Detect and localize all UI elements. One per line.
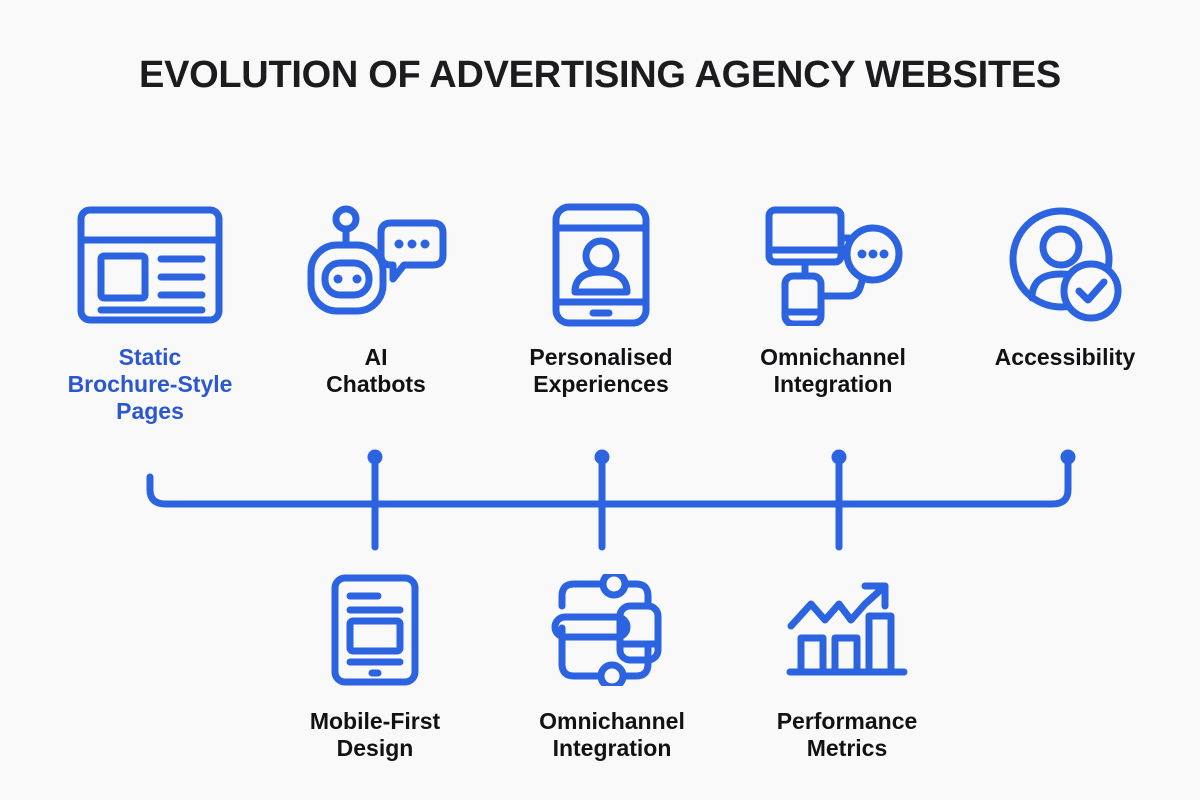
milestone-ai-chatbots[interactable]: AI Chatbots	[276, 200, 476, 398]
milestone-accessibility[interactable]: Accessibility	[965, 200, 1165, 371]
milestone-omnichannel-integration-bottom[interactable]: Omnichannel Integration	[512, 570, 712, 762]
milestone-static-brochure-pages[interactable]: Static Brochure-Style Pages	[50, 200, 250, 425]
smartphone-user-icon	[501, 200, 701, 330]
page-title: EVOLUTION OF ADVERTISING AGENCY WEBSITES	[139, 54, 1061, 96]
milestone-personalised-experiences[interactable]: Personalised Experiences	[501, 200, 701, 398]
multi-device-chat-icon	[733, 200, 933, 330]
browser-window-icon	[50, 200, 250, 330]
timeline-dot	[367, 449, 383, 465]
bar-chart-growth-icon	[747, 570, 947, 690]
milestone-label: Accessibility	[994, 344, 1136, 370]
milestone-label: Static Brochure-Style Pages	[67, 344, 233, 425]
timeline-dot	[1060, 449, 1076, 465]
milestone-label: Omnichannel Integration	[539, 708, 685, 762]
network-nodes-device-icon	[512, 570, 712, 690]
milestone-mobile-first-design[interactable]: Mobile-First Design	[275, 570, 475, 762]
user-verified-icon	[965, 200, 1165, 330]
milestone-performance-metrics[interactable]: Performance Metrics	[747, 570, 947, 762]
timeline-dot	[594, 449, 610, 465]
milestone-omnichannel-integration-top[interactable]: Omnichannel Integration	[733, 200, 933, 398]
milestone-label: Performance Metrics	[776, 708, 918, 762]
milestone-label: AI Chatbots	[326, 344, 426, 398]
milestone-label: Personalised Experiences	[529, 344, 673, 398]
milestone-label: Mobile-First Design	[309, 708, 441, 762]
milestone-label: Omnichannel Integration	[760, 344, 906, 398]
chatbot-robot-icon	[276, 200, 476, 330]
tablet-layout-icon	[275, 570, 475, 690]
timeline-dot	[831, 449, 847, 465]
